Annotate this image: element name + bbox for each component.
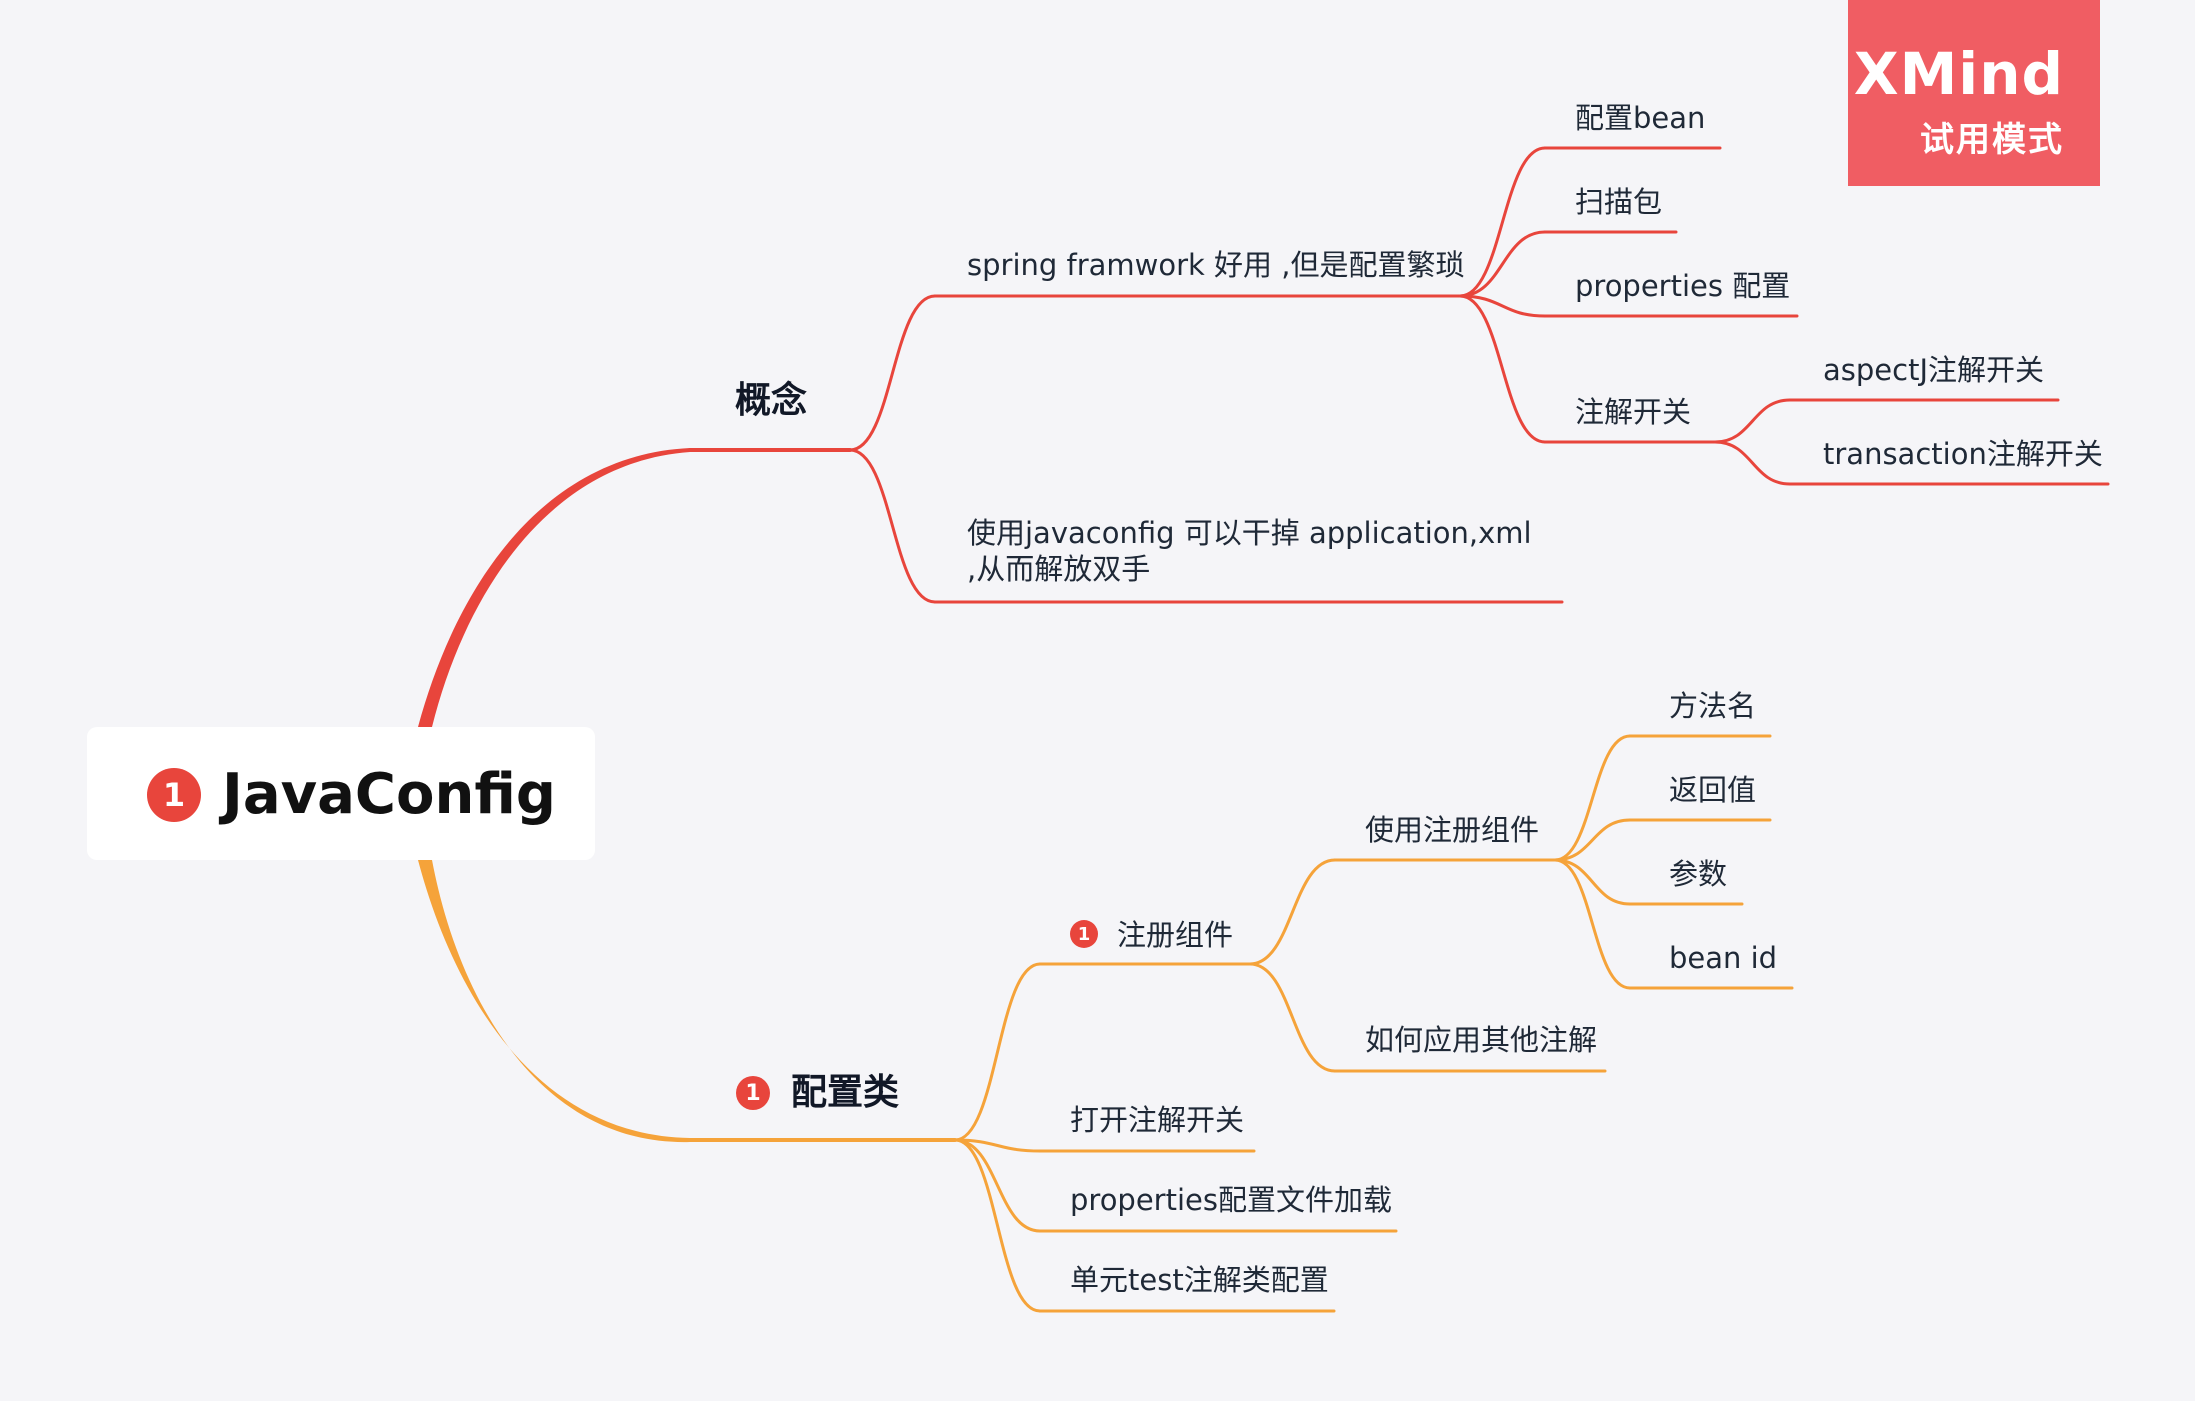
topic-transaction-switch[interactable]: transaction注解开关 — [1823, 437, 2103, 471]
trunk-concept — [418, 448, 690, 727]
edge-spring-framework — [848, 294, 937, 452]
edge-scan-package — [1458, 230, 1547, 298]
topic-return-value[interactable]: 返回值 — [1669, 773, 1757, 807]
edge-properties-loading — [953, 1138, 1042, 1233]
edge-transaction-switch — [1713, 440, 1792, 486]
edge-register-component — [953, 962, 1042, 1142]
branch-concept[interactable]: 概念 — [735, 380, 808, 421]
trunk-config-class — [418, 860, 690, 1143]
topic-register-component[interactable]: 注册组件 — [1117, 918, 1234, 952]
topic-properties-loading[interactable]: properties配置文件加载 — [1070, 1183, 1392, 1217]
topic-properties-config[interactable]: properties 配置 — [1575, 269, 1791, 303]
watermark-subtitle: 试用模式 — [1920, 120, 2064, 160]
topic-configure-bean[interactable]: 配置bean — [1575, 101, 1706, 135]
edge-unit-test-config — [953, 1138, 1042, 1313]
edge-aspectj-switch — [1713, 398, 1792, 444]
topic-enable-annotation[interactable]: 打开注解开关 — [1070, 1103, 1245, 1137]
topic-apply-other-annotations[interactable]: 如何应用其他注解 — [1365, 1023, 1598, 1057]
trial-watermark: XMind 试用模式 — [1848, 0, 2100, 186]
topic-use-register[interactable]: 使用注册组件 — [1365, 813, 1540, 847]
topic-method-name[interactable]: 方法名 — [1669, 689, 1757, 723]
edge-apply-other-annotations — [1248, 962, 1337, 1073]
topic-unit-test-config[interactable]: 单元test注解类配置 — [1070, 1263, 1329, 1297]
topic-spring-framework[interactable]: spring framwork 好用 ,但是配置繁琐 — [967, 248, 1465, 282]
priority-badge-icon: 1 — [736, 1076, 770, 1110]
topic-parameters[interactable]: 参数 — [1669, 857, 1728, 891]
edge-method-name — [1553, 734, 1632, 862]
topic-bean-id[interactable]: bean id — [1669, 941, 1778, 975]
priority-badge-icon: 1 — [1070, 920, 1098, 948]
edge-bean-id — [1553, 858, 1632, 990]
priority-badge-icon: 1 — [147, 768, 201, 822]
watermark-title: XMind — [1853, 40, 2064, 108]
topic-annotation-switch[interactable]: 注解开关 — [1575, 395, 1692, 429]
edge-use-javaconfig — [848, 448, 937, 604]
edge-properties-config — [1458, 294, 1547, 318]
root-topic-label: JavaConfig — [222, 762, 556, 827]
edge-enable-annotation — [953, 1138, 1042, 1153]
edge-parameters — [1553, 858, 1632, 906]
edge-configure-bean — [1458, 146, 1547, 298]
edge-use-register — [1248, 858, 1337, 966]
topic-use-javaconfig[interactable]: 使用javaconfig 可以干掉 application,xml ,从而解放双… — [967, 516, 1532, 587]
branch-config-class[interactable]: 配置类 — [791, 1072, 900, 1113]
topic-scan-package[interactable]: 扫描包 — [1575, 185, 1663, 219]
topic-aspectj-switch[interactable]: aspectJ注解开关 — [1823, 353, 2044, 387]
edge-annotation-switch — [1458, 294, 1547, 444]
edge-return-value — [1553, 818, 1632, 862]
